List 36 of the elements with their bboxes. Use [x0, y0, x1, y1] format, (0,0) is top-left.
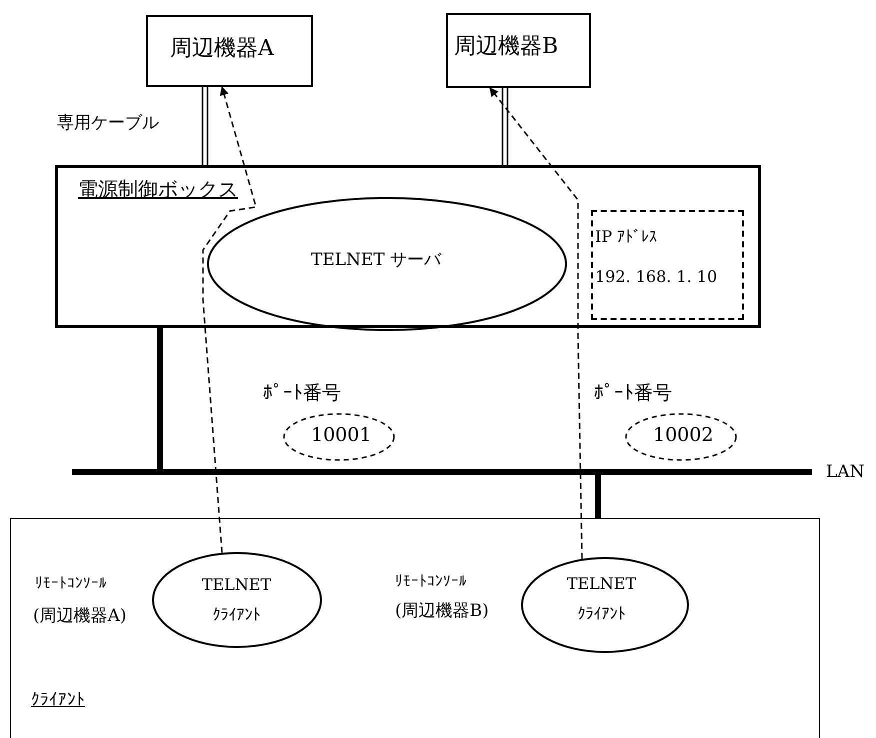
process-ellipse	[520, 556, 688, 652]
node-label: 192. 168. 1. 10	[595, 268, 718, 286]
network-cable	[595, 475, 601, 518]
edge-label: 専用ケーブル	[57, 114, 159, 133]
group-title: ｸﾗｲｱﾝﾄ	[31, 691, 85, 710]
network-cable	[157, 328, 163, 469]
port-ellipse	[625, 413, 737, 461]
port-ellipse	[283, 413, 395, 461]
side-label: ﾘﾓｰﾄｺﾝｿｰﾙ	[395, 573, 467, 590]
node-label: TELNET ｸﾗｲｱﾝﾄ	[566, 572, 636, 625]
arrow	[202, 86, 257, 553]
group-title: 電源制御ボックス	[78, 178, 238, 200]
side-label: ﾎﾟｰﾄ番号	[263, 383, 341, 404]
process-ellipse	[207, 197, 567, 331]
node-label: 10002	[653, 425, 714, 446]
node-label: 10001	[311, 425, 372, 446]
arrow	[489, 87, 583, 559]
side-label: (周辺機器B)	[395, 602, 489, 621]
node-label: TELNET ｸﾗｲｱﾝﾄ	[202, 574, 272, 626]
node-label: IP ｱﾄﾞﾚｽ	[595, 228, 658, 246]
cable-line	[202, 86, 208, 166]
group-box	[55, 165, 761, 328]
side-label: (周辺機器A)	[33, 607, 127, 626]
device-box	[446, 13, 591, 88]
side-label: ﾎﾟｰﾄ番号	[594, 383, 672, 404]
group-box	[10, 518, 820, 738]
cable-line	[502, 87, 508, 166]
side-label: ﾘﾓｰﾄｺﾝｿｰﾙ	[35, 575, 107, 592]
node-label: 周辺機器A	[170, 37, 274, 62]
address-box	[591, 210, 744, 320]
process-ellipse	[152, 552, 322, 648]
device-box	[146, 15, 313, 87]
side-label: LAN	[826, 463, 864, 482]
network-bus-bar	[72, 469, 812, 475]
node-label: 周辺機器B	[454, 35, 558, 60]
node-label: TELNET サーバ	[311, 251, 442, 270]
